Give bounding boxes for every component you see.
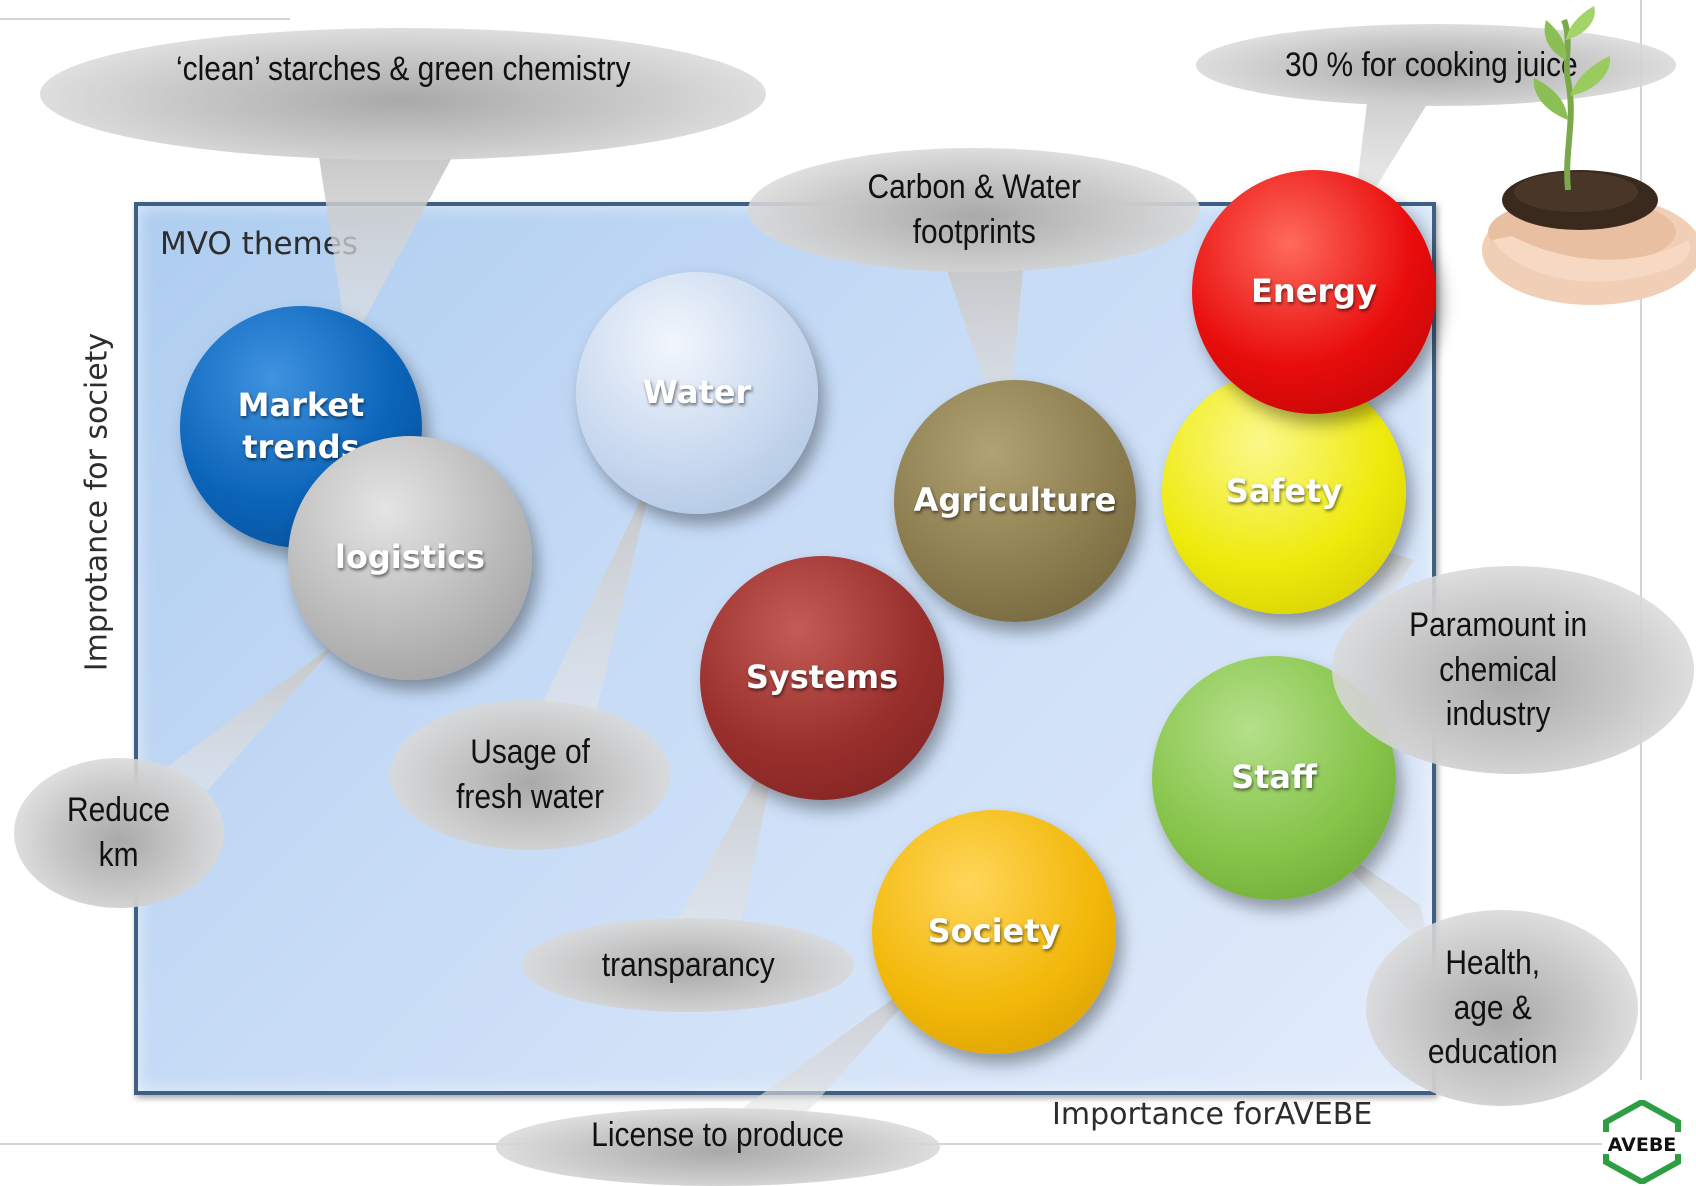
theme-society: Society: [872, 810, 1116, 1054]
callout-footprints-text: Carbon & Water footprints: [867, 168, 1081, 251]
tail-fresh-water: [538, 472, 654, 712]
plant-in-hand-image: [1482, 6, 1696, 305]
callout-reduce-km: Reduce km: [14, 758, 224, 908]
callout-clean-starches-text: ‘clean’ starches & green chemistry: [175, 49, 631, 88]
tail-license: [740, 966, 938, 1120]
theme-logistics: logistics: [288, 436, 532, 680]
theme-staff-label: Staff: [1231, 758, 1317, 797]
x-axis-label: Importance forAVEBE: [1052, 1097, 1373, 1132]
theme-water: Water: [576, 272, 818, 514]
callout-fresh-water: Usage of fresh water: [390, 700, 670, 850]
callout-transparancy-text: transparancy: [601, 945, 775, 984]
theme-systems-label: Systems: [745, 658, 899, 697]
theme-safety-label: Safety: [1225, 472, 1343, 511]
callout-license: License to produce: [496, 1108, 940, 1186]
tail-reduce-km: [160, 640, 340, 790]
theme-systems: Systems: [700, 556, 944, 800]
callout-health-text: Health, age & education: [1428, 943, 1558, 1072]
right-rule: [1640, 0, 1642, 1080]
avebe-logo: AVEBE: [1602, 1100, 1682, 1184]
callout-paramount: Paramount in chemical industry: [1332, 566, 1694, 774]
theme-energy-label: Energy: [1251, 272, 1377, 311]
panel-title: MVO themes: [160, 226, 358, 262]
theme-society-label: Society: [927, 912, 1061, 951]
top-rule: [0, 18, 290, 20]
theme-staff: Staff: [1152, 656, 1396, 900]
callout-health: Health, age & education: [1366, 910, 1638, 1106]
callout-clean-starches: ‘clean’ starches & green chemistry: [40, 28, 766, 160]
theme-logistics-label: logistics: [334, 538, 486, 577]
theme-safety: Safety: [1162, 370, 1406, 614]
callout-footprints: Carbon & Water footprints: [748, 148, 1200, 272]
tail-clean-starches: [318, 150, 456, 350]
callout-fresh-water-text: Usage of fresh water: [455, 733, 605, 816]
theme-energy: Energy: [1192, 170, 1436, 414]
callout-license-text: License to produce: [591, 1115, 845, 1154]
callout-paramount-text: Paramount in chemical industry: [1409, 605, 1587, 734]
theme-agriculture-label: Agriculture: [913, 481, 1117, 520]
callout-transparancy: transparancy: [522, 918, 854, 1012]
callout-cooking-juice-text: 30 % for cooking juice: [1284, 45, 1578, 84]
theme-water-label: Water: [642, 373, 752, 412]
tail-transparancy: [678, 734, 780, 930]
callout-reduce-km-text: Reduce km: [67, 791, 171, 874]
svg-text:AVEBE: AVEBE: [1608, 1134, 1677, 1156]
theme-agriculture: Agriculture: [894, 380, 1136, 622]
